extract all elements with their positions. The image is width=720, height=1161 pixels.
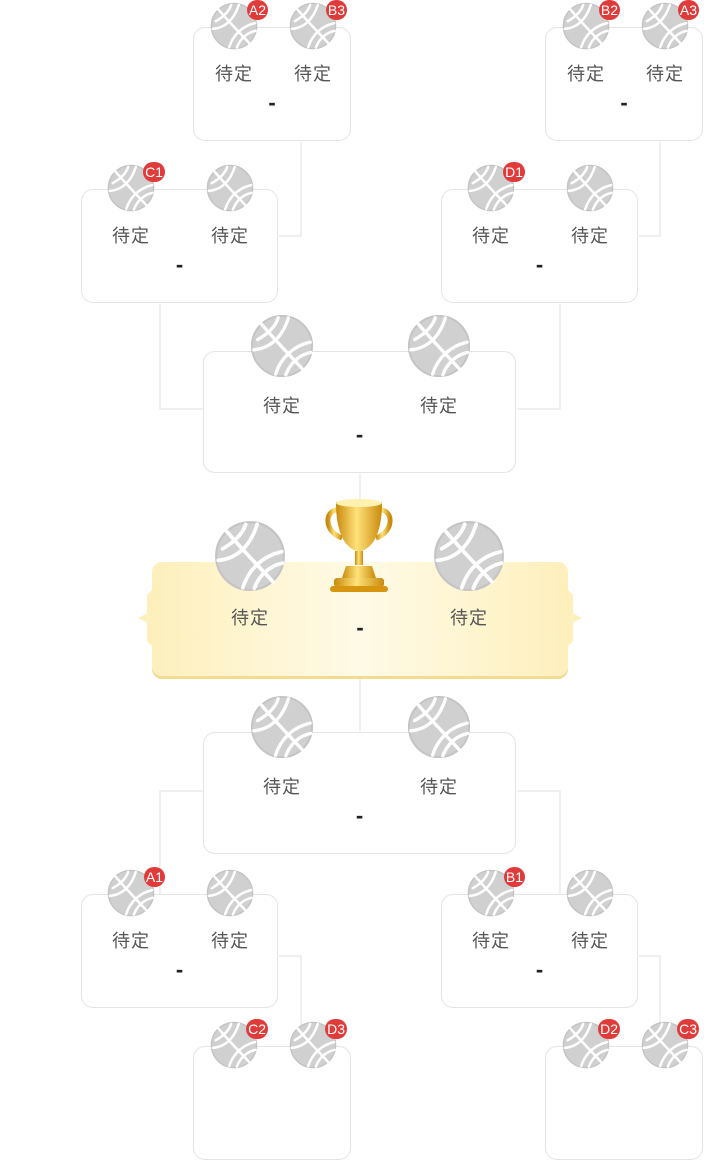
match-score: -: [356, 615, 364, 640]
team-name: 待定: [211, 226, 249, 246]
home-team[interactable]: B2 待定: [546, 0, 626, 142]
away-team[interactable]: D3: [273, 1019, 353, 1161]
match-card-lower-semi[interactable]: 待定 待定 -: [203, 695, 516, 855]
away-team[interactable]: C3: [625, 1019, 705, 1161]
home-team[interactable]: D2: [546, 1019, 626, 1161]
match-score: -: [535, 957, 544, 982]
basketball-icon: A1: [107, 867, 165, 917]
match-card-lower-mid-right[interactable]: B1 待定 待定 -: [441, 867, 638, 1009]
seed-badge: A1: [143, 867, 165, 887]
away-team[interactable]: 待定: [429, 521, 509, 676]
match-card-upper-mid-right[interactable]: D1 待定 待定 -: [441, 162, 638, 304]
seed-badge: D2: [598, 1019, 620, 1039]
match-card-top-right[interactable]: B2 待定 A3 待定-: [545, 0, 705, 142]
team-name: 待定: [472, 931, 510, 951]
basketball-icon: D3: [289, 1019, 347, 1069]
away-team[interactable]: B3 待定: [273, 0, 353, 142]
match-score: -: [620, 90, 628, 115]
away-team[interactable]: 待定: [399, 695, 479, 855]
trophy-icon: [325, 499, 393, 592]
match-card-top-left[interactable]: A2 待定 B3 待定-: [193, 0, 353, 142]
home-team[interactable]: 待定: [242, 314, 322, 474]
basketball-icon: C1: [107, 162, 165, 212]
basketball-icon: [566, 869, 614, 917]
match-score: -: [355, 422, 364, 447]
basketball-icon: D2: [562, 1019, 620, 1069]
team-name: 待定: [112, 226, 150, 246]
seed-badge: B3: [325, 0, 347, 20]
home-team[interactable]: A1 待定: [91, 867, 171, 1009]
basketball-icon: [206, 164, 254, 212]
team-name: 待定: [215, 64, 253, 84]
basketball-icon: A2: [210, 0, 268, 50]
team-name: 待定: [263, 777, 301, 797]
away-team[interactable]: A3 待定: [625, 0, 705, 142]
basketball-icon: [407, 314, 471, 378]
match-score: -: [535, 252, 544, 277]
basketball-icon: [407, 695, 471, 759]
team-name: 待定: [450, 608, 488, 628]
match-score: -: [175, 957, 184, 982]
basketball-icon: [433, 520, 505, 592]
seed-badge: B1: [503, 867, 525, 887]
basketball-icon: C2: [210, 1019, 268, 1069]
seed-badge: C3: [677, 1019, 699, 1039]
team-name: 待定: [231, 608, 269, 628]
seed-badge: A3: [677, 0, 699, 20]
away-team[interactable]: 待定: [550, 164, 630, 304]
home-team[interactable]: 待定: [242, 695, 322, 855]
seed-badge: A2: [246, 0, 268, 20]
match-card-bottom-left[interactable]: C2 D3: [193, 1019, 353, 1161]
away-team[interactable]: 待定: [550, 869, 630, 1009]
team-name: 待定: [420, 777, 458, 797]
match-score: -: [175, 252, 184, 277]
seed-badge: D1: [503, 162, 525, 182]
basketball-icon: [250, 314, 314, 378]
team-name: 待定: [420, 396, 458, 416]
basketball-icon: C3: [641, 1019, 699, 1069]
team-name: 待定: [294, 64, 332, 84]
away-team[interactable]: 待定: [190, 164, 270, 304]
home-team[interactable]: C1 待定: [91, 162, 171, 304]
team-name: 待定: [263, 396, 301, 416]
basketball-icon: D1: [467, 162, 525, 212]
team-name: 待定: [646, 64, 684, 84]
match-score: -: [355, 803, 364, 828]
basketball-icon: [250, 695, 314, 759]
basketball-icon: [214, 520, 286, 592]
basketball-icon: [566, 164, 614, 212]
home-team[interactable]: 待定: [210, 521, 290, 676]
team-name: 待定: [571, 226, 609, 246]
team-name: 待定: [567, 64, 605, 84]
basketball-icon: B2: [562, 0, 620, 50]
seed-badge: B2: [598, 0, 620, 20]
match-score: -: [268, 90, 276, 115]
home-team[interactable]: B1 待定: [451, 867, 531, 1009]
team-name: 待定: [211, 931, 249, 951]
match-card-bottom-right[interactable]: D2 C3: [545, 1019, 705, 1161]
team-name: 待定: [112, 931, 150, 951]
home-team[interactable]: A2 待定: [194, 0, 274, 142]
home-team[interactable]: D1 待定: [451, 162, 531, 304]
seed-badge: C1: [143, 162, 165, 182]
match-card-upper-semi[interactable]: 待定 待定 -: [203, 314, 516, 474]
home-team[interactable]: C2: [194, 1019, 274, 1161]
team-name: 待定: [571, 931, 609, 951]
match-card-lower-mid-left[interactable]: A1 待定 待定 -: [81, 867, 278, 1009]
away-team[interactable]: 待定: [399, 314, 479, 474]
seed-badge: D3: [325, 1019, 347, 1039]
basketball-icon: [206, 869, 254, 917]
basketball-icon: B1: [467, 867, 525, 917]
match-card-upper-mid-left[interactable]: C1 待定 待定 -: [81, 162, 278, 304]
basketball-icon: A3: [641, 0, 699, 50]
seed-badge: C2: [246, 1019, 268, 1039]
basketball-icon: B3: [289, 0, 347, 50]
away-team[interactable]: 待定: [190, 869, 270, 1009]
team-name: 待定: [472, 226, 510, 246]
